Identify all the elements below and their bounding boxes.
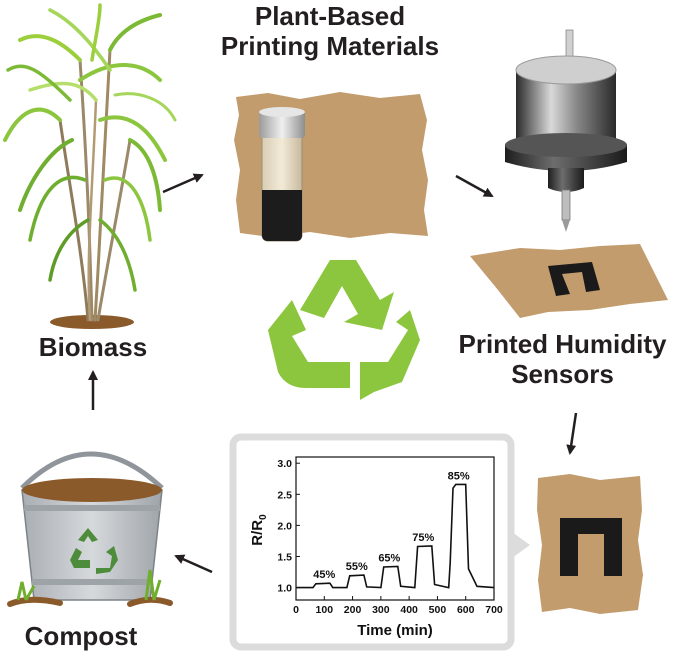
recycle-icon xyxy=(268,260,420,400)
printed-sensor-on-tilted-cardboard xyxy=(470,244,668,318)
humidity-annotation: 45% xyxy=(313,569,335,581)
materials-title-line2: Printing Materials xyxy=(220,30,440,61)
humidity-response-inset xyxy=(229,433,530,651)
arrow-materials-to-printer xyxy=(455,174,494,198)
printing-material-vial-on-cardboard xyxy=(234,92,428,242)
biomass-plant-illustration xyxy=(3,3,177,329)
x-tick-label: 300 xyxy=(372,604,390,616)
biomass-label: Biomass xyxy=(38,332,148,362)
process-arrows xyxy=(88,173,578,574)
compost-bucket-illustration xyxy=(7,451,173,607)
x-tick-label: 500 xyxy=(429,604,447,616)
x-tick-label: 100 xyxy=(316,604,334,616)
y-tick-label: 2.5 xyxy=(277,489,292,501)
x-tick-label: 200 xyxy=(344,604,362,616)
arrow-sensors-to-closeup xyxy=(566,412,578,455)
chart-plot-frame xyxy=(295,456,495,601)
humidity-response-chart: 0 100 200 300 400 500 600 700 1.0 1.5 2.0 2.5 3.0 4… xyxy=(249,456,503,639)
x-tick-label: 600 xyxy=(457,604,475,616)
humidity-annotation: 75% xyxy=(412,532,434,544)
humidity-annotation: 55% xyxy=(346,561,368,573)
compost-recycle-icon xyxy=(70,528,118,574)
chart-x-axis-label: Time (min) xyxy=(357,622,433,639)
y-tick-label: 2.0 xyxy=(277,520,292,532)
humidity-annotation: 65% xyxy=(378,552,400,564)
arrow-closeup-to-compost xyxy=(174,554,213,574)
sensor-closeup-on-cardboard xyxy=(537,474,643,614)
plant-based-printing-materials-title: Plant-Based Printing Materials xyxy=(190,1,470,62)
x-tick-label: 400 xyxy=(400,604,418,616)
printed-humidity-sensors-title: Printed Humidity Sensors xyxy=(440,329,685,390)
sensors-title-line1: Printed Humidity xyxy=(458,329,667,359)
arrow-biomass-to-materials xyxy=(162,173,204,194)
y-tick-label: 3.0 xyxy=(277,458,292,470)
x-tick-label: 700 xyxy=(485,604,503,616)
humidity-annotation: 85% xyxy=(448,470,470,482)
y-tick-label: 1.0 xyxy=(277,583,292,595)
chart-y-axis-label: R/R0 xyxy=(249,514,269,546)
compost-label: Compost xyxy=(24,621,138,651)
y-tick-label: 1.5 xyxy=(277,551,292,563)
resistance-series-line xyxy=(296,483,495,589)
materials-title-line1: Plant-Based xyxy=(254,1,406,31)
sensors-title-line2: Sensors xyxy=(511,358,614,389)
x-tick-label: 0 xyxy=(293,604,299,616)
print-head-illustration xyxy=(505,29,627,232)
